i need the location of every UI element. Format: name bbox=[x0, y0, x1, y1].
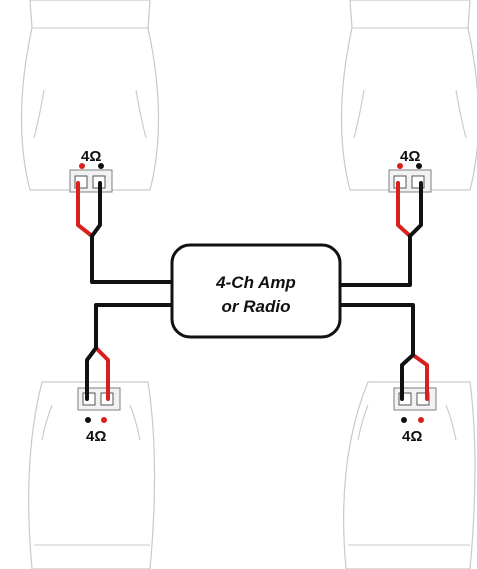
speaker-top-right: 4Ω bbox=[338, 0, 477, 287]
speaker-top-left: 4Ω bbox=[20, 0, 174, 284]
positive-wire bbox=[94, 346, 110, 401]
speaker-bottom-left: 4Ω bbox=[28, 303, 174, 569]
negative-wire bbox=[90, 181, 102, 238]
negative-wire bbox=[400, 353, 415, 401]
negative-terminal-dot bbox=[401, 417, 407, 423]
negative-wire bbox=[408, 181, 423, 238]
impedance-label: 4Ω bbox=[402, 428, 422, 445]
amp-box: 4-Ch Amp or Radio bbox=[170, 243, 342, 339]
negative-terminal-dot bbox=[416, 163, 422, 169]
lead-wire bbox=[338, 234, 412, 287]
negative-wire bbox=[85, 346, 98, 401]
positive-terminal-dot bbox=[418, 417, 424, 423]
positive-terminal-dot bbox=[101, 417, 107, 423]
impedance-label: 4Ω bbox=[400, 148, 420, 165]
impedance-label: 4Ω bbox=[86, 428, 106, 445]
lead-wire bbox=[90, 234, 174, 284]
impedance-label: 4Ω bbox=[81, 148, 101, 165]
amp-label-line1: 4-Ch Amp bbox=[215, 273, 296, 292]
positive-wire bbox=[396, 181, 412, 238]
positive-wire bbox=[76, 181, 94, 238]
positive-terminal-dot bbox=[397, 163, 403, 169]
negative-terminal-dot bbox=[98, 163, 104, 169]
positive-wire bbox=[411, 353, 429, 401]
speaker-bottom-right: 4Ω bbox=[338, 303, 476, 569]
negative-terminal-dot bbox=[85, 417, 91, 423]
lead-wire bbox=[94, 303, 174, 350]
amp-label-line2: or Radio bbox=[222, 297, 291, 316]
positive-terminal-dot bbox=[79, 163, 85, 169]
lead-wire bbox=[338, 303, 415, 357]
